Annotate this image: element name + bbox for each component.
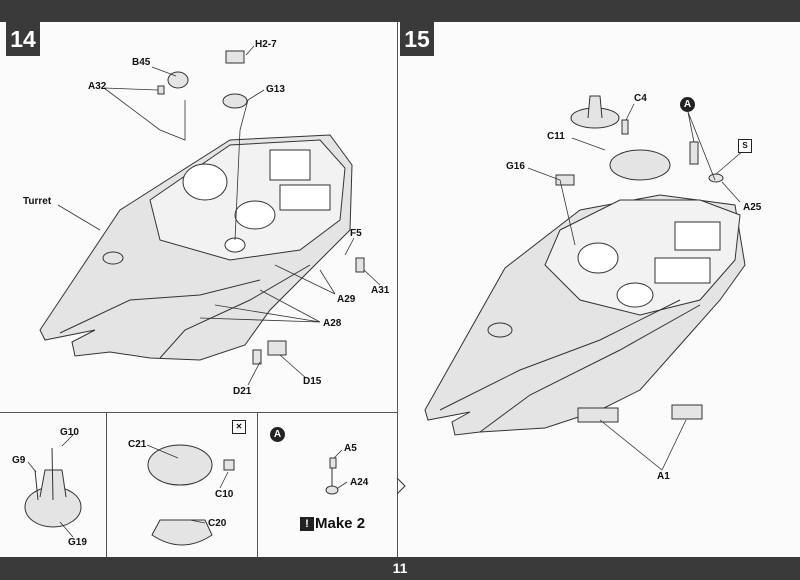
page-number: 11 <box>392 560 408 576</box>
sub-assembly-a-badge: A <box>680 97 695 112</box>
panel-divider-vertical <box>397 22 398 557</box>
label-d21: D21 <box>233 386 252 397</box>
subpanel-divider-2 <box>257 412 258 557</box>
label-h2-7: H2-7 <box>255 39 277 50</box>
subpanel-3-illustration <box>325 457 339 495</box>
label-a1: A1 <box>657 471 670 482</box>
label-g13: G13 <box>266 84 285 95</box>
step14-turret-illustration <box>39 50 365 365</box>
label-a28: A28 <box>323 318 342 329</box>
label-g19: G19 <box>68 537 87 548</box>
make-quantity-note: !Make 2 <box>300 515 365 532</box>
crossed-tool-icon: ✕ <box>232 420 246 434</box>
subpanel-divider-1 <box>106 412 107 557</box>
label-d15: D15 <box>303 376 322 387</box>
label-b45: B45 <box>132 57 151 68</box>
step-14-number: 14 <box>6 22 40 56</box>
label-a24: A24 <box>350 477 369 488</box>
exclamation-icon: ! <box>300 517 314 531</box>
continue-arrow <box>396 477 406 495</box>
sub-assembly-s-badge: S <box>738 139 752 153</box>
label-c21: C21 <box>128 439 147 450</box>
step15-turret-illustration <box>424 95 746 436</box>
subpanel-2-illustration <box>147 444 235 546</box>
sub-assembly-a-header-badge: A <box>270 427 285 442</box>
label-c11: C11 <box>547 131 565 142</box>
top-bar <box>0 0 800 22</box>
label-f5: F5 <box>350 228 362 239</box>
label-a32: A32 <box>88 81 107 92</box>
label-a5: A5 <box>344 443 357 454</box>
label-a31: A31 <box>371 285 390 296</box>
label-g10: G10 <box>60 427 79 438</box>
label-c10: C10 <box>215 489 234 500</box>
label-a29: A29 <box>337 294 356 305</box>
label-c4: C4 <box>634 93 647 104</box>
label-g9: G9 <box>12 455 26 466</box>
step-15-number: 15 <box>400 22 434 56</box>
label-turret: Turret <box>23 196 52 207</box>
subpanel-1-illustration <box>24 447 82 528</box>
panel-divider-horizontal <box>0 412 397 413</box>
bottom-bar: 11 <box>0 557 800 580</box>
label-g16: G16 <box>506 161 525 172</box>
label-a25: A25 <box>743 202 762 213</box>
label-c20: C20 <box>208 518 227 529</box>
make-quantity-text: Make 2 <box>315 515 366 532</box>
